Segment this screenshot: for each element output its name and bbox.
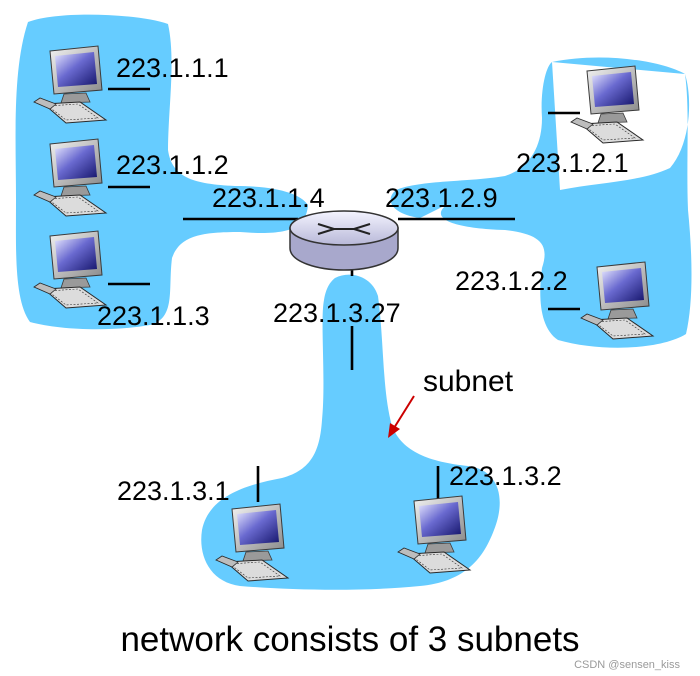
ip-label: 223.1.2.1 [516,148,629,178]
subnet-label: subnet [423,365,514,398]
ip-label: 223.1.1.3 [97,301,210,331]
watermark: CSDN @sensen_kiss [574,659,680,671]
router-interface-label: 223.1.2.9 [385,183,498,213]
ip-label: 223.1.2.2 [455,266,568,296]
subnet-arrow [388,395,415,438]
router-interface-label: 223.1.1.4 [212,183,325,213]
ip-label: 223.1.1.2 [116,150,229,180]
host-icon-223-1-2-1 [570,65,644,144]
ip-label: 223.1.3.2 [449,461,562,491]
router-interface-label: 223.1.3.27 [273,298,401,328]
ip-label: 223.1.1.1 [116,53,229,83]
diagram-caption: network consists of 3 subnets [120,620,579,659]
router-icon [289,210,399,271]
ip-label: 223.1.3.1 [117,476,230,506]
